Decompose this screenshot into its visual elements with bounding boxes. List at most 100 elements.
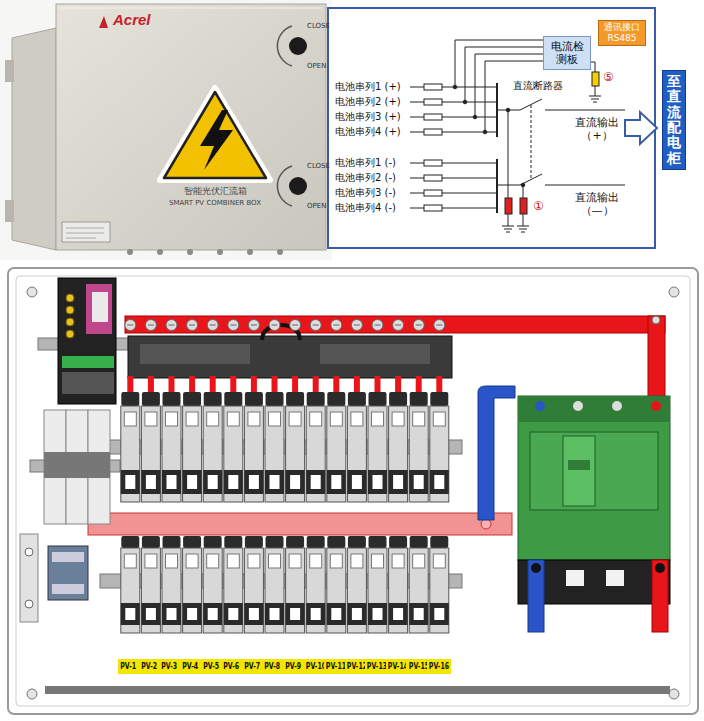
negative-busbar [88,513,512,535]
fuse-band [141,603,160,625]
fuse-bridge-detail [320,344,430,364]
fuse-symbol [424,205,442,211]
fuse-band [286,470,305,494]
wire [410,132,424,133]
bottom-rail [45,686,670,694]
output-label: 直流输出 （—） [572,191,622,217]
fuse-band [409,603,428,625]
fuse-band [244,603,263,625]
fuse-band [183,603,202,625]
screw-slot [436,325,442,326]
fuse-body [389,548,408,633]
fuse-hole [208,608,218,620]
sense-wire [485,61,543,132]
fuse-band [430,470,449,494]
meter-terminals [66,294,74,338]
wire [410,117,424,118]
screw [310,320,321,331]
fuse-body [224,406,243,502]
screw [413,320,424,331]
fuse-body [244,548,263,633]
fuse-hole [249,608,259,620]
fuse-body [368,406,387,502]
nameplate [62,222,110,242]
string-label: 电池串列4 (-) [335,202,396,214]
string-label: 电池串列3 (-) [335,187,396,199]
fuse-window [433,554,445,568]
fuse-hole [352,608,362,620]
fuse-cap [307,536,325,548]
screw-slot [127,325,133,326]
plate-edge [16,276,690,706]
fuse-body [286,548,305,633]
fuse-cap [286,536,304,548]
fuse-cap [224,536,242,548]
fuse-hole [187,475,197,489]
fuse-hole [187,608,197,620]
wire [410,87,424,88]
product-name: SMART PV COMBINER BOX [150,199,280,207]
fuse-symbol [424,160,442,166]
warning-triangle [164,92,266,178]
fuse-hole [352,475,362,489]
fuse-band [203,603,222,625]
screw-slot [148,325,154,326]
knob-label: OPEN [307,62,326,70]
fuse-hole [414,475,424,489]
fuse-window [227,554,239,568]
breaker-switch [520,99,542,110]
fuse-cap [327,392,345,406]
screw-slot [313,325,319,326]
fuse-cap [348,392,366,406]
fuse-body [265,406,284,502]
fuse-band [368,470,387,494]
fuse-body [183,548,202,633]
wire [442,102,497,103]
fuse-hole [270,475,280,489]
fuse-body [162,406,181,502]
wire [410,102,424,103]
screw [125,320,136,331]
fuse-window [372,412,384,426]
screw-slot [210,325,216,326]
pv-string-tag: PV-1 [118,659,139,674]
screw [187,320,198,331]
rotary-knob [289,37,307,55]
fuse-band [327,603,346,625]
string-label: 电池串列3 (+) [335,111,401,123]
fuse-band [244,470,263,494]
breaker-handle [563,436,595,506]
screw [228,320,239,331]
warning-border [160,88,270,180]
screw-slot [375,325,381,326]
terminal-rail [20,534,38,622]
schematic-frame [328,8,655,248]
screw [166,320,177,331]
rotary-knob [289,177,307,195]
fuse-hole [393,475,403,489]
node-text: PV-4 [182,662,198,672]
fuse-body [409,548,428,633]
wire [442,87,497,88]
screw-slot [416,325,422,326]
screw [145,320,156,331]
wire [410,208,424,209]
fuse-body [306,548,325,633]
fuse-window [186,412,198,426]
junction-dot [506,108,510,112]
node-text: PV-10 [305,662,325,672]
knob-label: OPEN [307,202,326,210]
node-text: PV-6 [223,662,239,672]
fuse-window [351,554,363,568]
fuse-band [327,470,346,494]
fuse-window [289,412,301,426]
screw [351,320,362,331]
fuse-band [347,603,366,625]
fuse-window [248,554,260,568]
fuse-body [327,406,346,502]
fuse-hole [270,608,280,620]
fuse-cap [142,536,160,548]
fuse-window [310,412,322,426]
